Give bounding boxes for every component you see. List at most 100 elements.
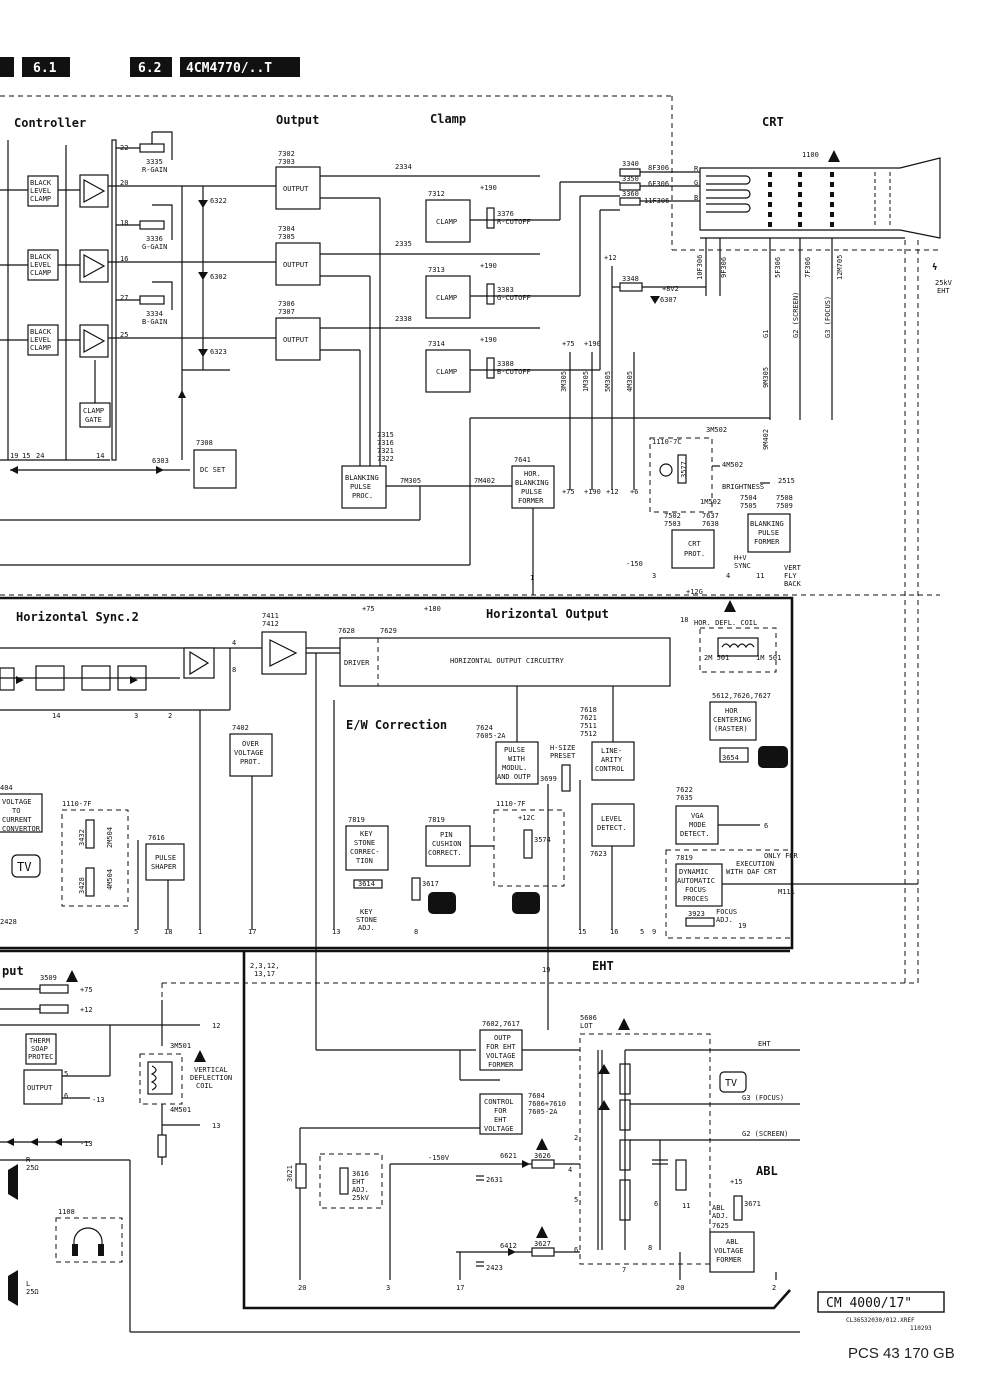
clamp-gate [79,402,111,428]
svg-text:PIN: PIN [440,831,453,839]
svg-text:G: G [694,179,698,187]
svg-text:VOLTAGE: VOLTAGE [234,749,264,757]
svg-text:ADJ.: ADJ. [352,1186,369,1194]
svg-text:7402: 7402 [232,724,249,732]
svg-text:PROCES: PROCES [683,895,708,903]
svg-text:+190: +190 [584,340,601,348]
pulse-with-modulation [495,741,539,785]
svg-text:7304: 7304 [278,225,295,233]
svg-text:11: 11 [682,1202,690,1210]
svg-text:DYNAMIC: DYNAMIC [679,868,709,876]
level-detect [591,803,635,847]
dashed-boundaries [0,95,940,1000]
svg-text:3348: 3348 [622,275,639,283]
svg-text:PROC.: PROC. [352,492,373,500]
svg-text:7316: 7316 [377,439,394,447]
svg-text:7M305: 7M305 [400,477,421,485]
svg-text:EHT: EHT [494,1116,507,1124]
svg-text:13: 13 [332,928,340,936]
svg-text:OUTPUT: OUTPUT [283,185,309,193]
warning-icon [536,1138,548,1150]
svg-text:CLAMP: CLAMP [83,407,104,415]
svg-text:HOR.: HOR. [524,470,541,478]
label-g-cutoff: G-CUTOFF [497,294,531,302]
model-number: 4CM4770/..T [186,61,272,76]
svg-text:THERM: THERM [29,1037,50,1045]
svg-text:FORMER: FORMER [488,1061,514,1069]
svg-text:ABL: ABL [712,1204,725,1212]
horizontal-output-circuitry [339,637,671,687]
svg-text:ADJ.: ADJ. [358,924,375,932]
svg-text:CORRECT.: CORRECT. [428,849,462,857]
svg-text:9M305: 9M305 [762,367,770,388]
svg-text:7638: 7638 [702,520,719,528]
svg-text:+75: +75 [562,488,575,496]
svg-text:ADJ.: ADJ. [712,1212,729,1220]
svg-text:4M502: 4M502 [722,461,743,469]
horizontal-section: 4 8 14 3 2 7411 7412 +75 +180 7628 7629 … [0,600,918,1051]
svg-text:-13: -13 [92,1096,105,1104]
label-brightness: BRIGHTNESS [722,483,764,491]
svg-text:CLAMP: CLAMP [436,218,457,226]
svg-text:3336: 3336 [146,235,163,243]
title-output-partial: put [2,964,24,978]
svg-text:+180: +180 [424,605,441,613]
svg-text:B: B [694,194,698,202]
svg-text:3671: 3671 [744,1200,761,1208]
svg-text:LINE-: LINE- [601,747,622,755]
svg-text:2423: 2423 [486,1264,503,1272]
svg-text:1: 1 [198,928,202,936]
svg-text:TV: TV [432,897,446,911]
svg-text:1110-7C: 1110-7C [652,438,682,446]
svg-text:PROT.: PROT. [684,550,705,558]
svg-text:SHAPER: SHAPER [151,863,177,871]
svg-text:FOCUS: FOCUS [685,886,706,894]
vertical-output-section: 3509 +75 +12 THERM SOAP PROTEC OUTPUT 5 … [0,970,800,1333]
svg-text:PULSE: PULSE [758,529,779,537]
svg-text:PROTEC: PROTEC [28,1053,53,1061]
svg-text:6: 6 [654,1200,658,1208]
svg-text:7624: 7624 [476,724,493,732]
svg-text:15: 15 [578,928,586,936]
svg-text:ONLY FOR: ONLY FOR [764,852,799,860]
brightness-control-icon [659,463,673,477]
speaker-icon [8,1164,18,1200]
title-ew-correction: E/W Correction [346,718,447,732]
svg-text:+15: +15 [730,1178,743,1186]
svg-text:18: 18 [164,928,172,936]
svg-text:MODE: MODE [689,821,706,829]
svg-text:3383: 3383 [497,286,514,294]
svg-text:7314: 7314 [428,340,445,348]
svg-text:5606: 5606 [580,1014,597,1022]
svg-text:6: 6 [64,1092,68,1100]
svg-text:3M501: 3M501 [170,1042,191,1050]
document-stamp: CM 4000/17" CL36532030/012.XREF 110293 [817,1291,945,1332]
svg-text:1100: 1100 [802,151,819,159]
abl-voltage-former [709,1231,755,1273]
svg-text:-13: -13 [80,1140,93,1148]
svg-text:+12: +12 [606,488,619,496]
svg-text:6: 6 [574,1246,578,1254]
svg-text:TV: TV [763,751,777,765]
svg-text:+12C: +12C [518,814,535,822]
svg-text:BLANKING: BLANKING [515,479,549,487]
svg-text:CLAMP: CLAMP [30,195,51,203]
svg-text:404: 404 [0,784,13,792]
svg-text:7303: 7303 [278,158,295,166]
svg-text:5: 5 [134,928,138,936]
svg-text:7509: 7509 [776,502,793,510]
svg-text:FOCUS: FOCUS [716,908,737,916]
svg-text:SOAP: SOAP [31,1045,48,1053]
svg-text:ABL: ABL [726,1238,739,1246]
section-6-1-tag [22,57,70,77]
svg-text:7302: 7302 [278,150,295,158]
therm-soap-protec [25,1033,57,1065]
svg-text:G2 (SCREEN): G2 (SCREEN) [742,1130,788,1138]
section-6-2-tag [130,57,172,77]
svg-text:7: 7 [622,1266,626,1274]
svg-text:7307: 7307 [278,308,295,316]
title-output: Output [276,113,319,127]
svg-text:2: 2 [168,712,172,720]
svg-text:CLAMP: CLAMP [30,344,51,352]
svg-text:VGA: VGA [691,812,704,820]
